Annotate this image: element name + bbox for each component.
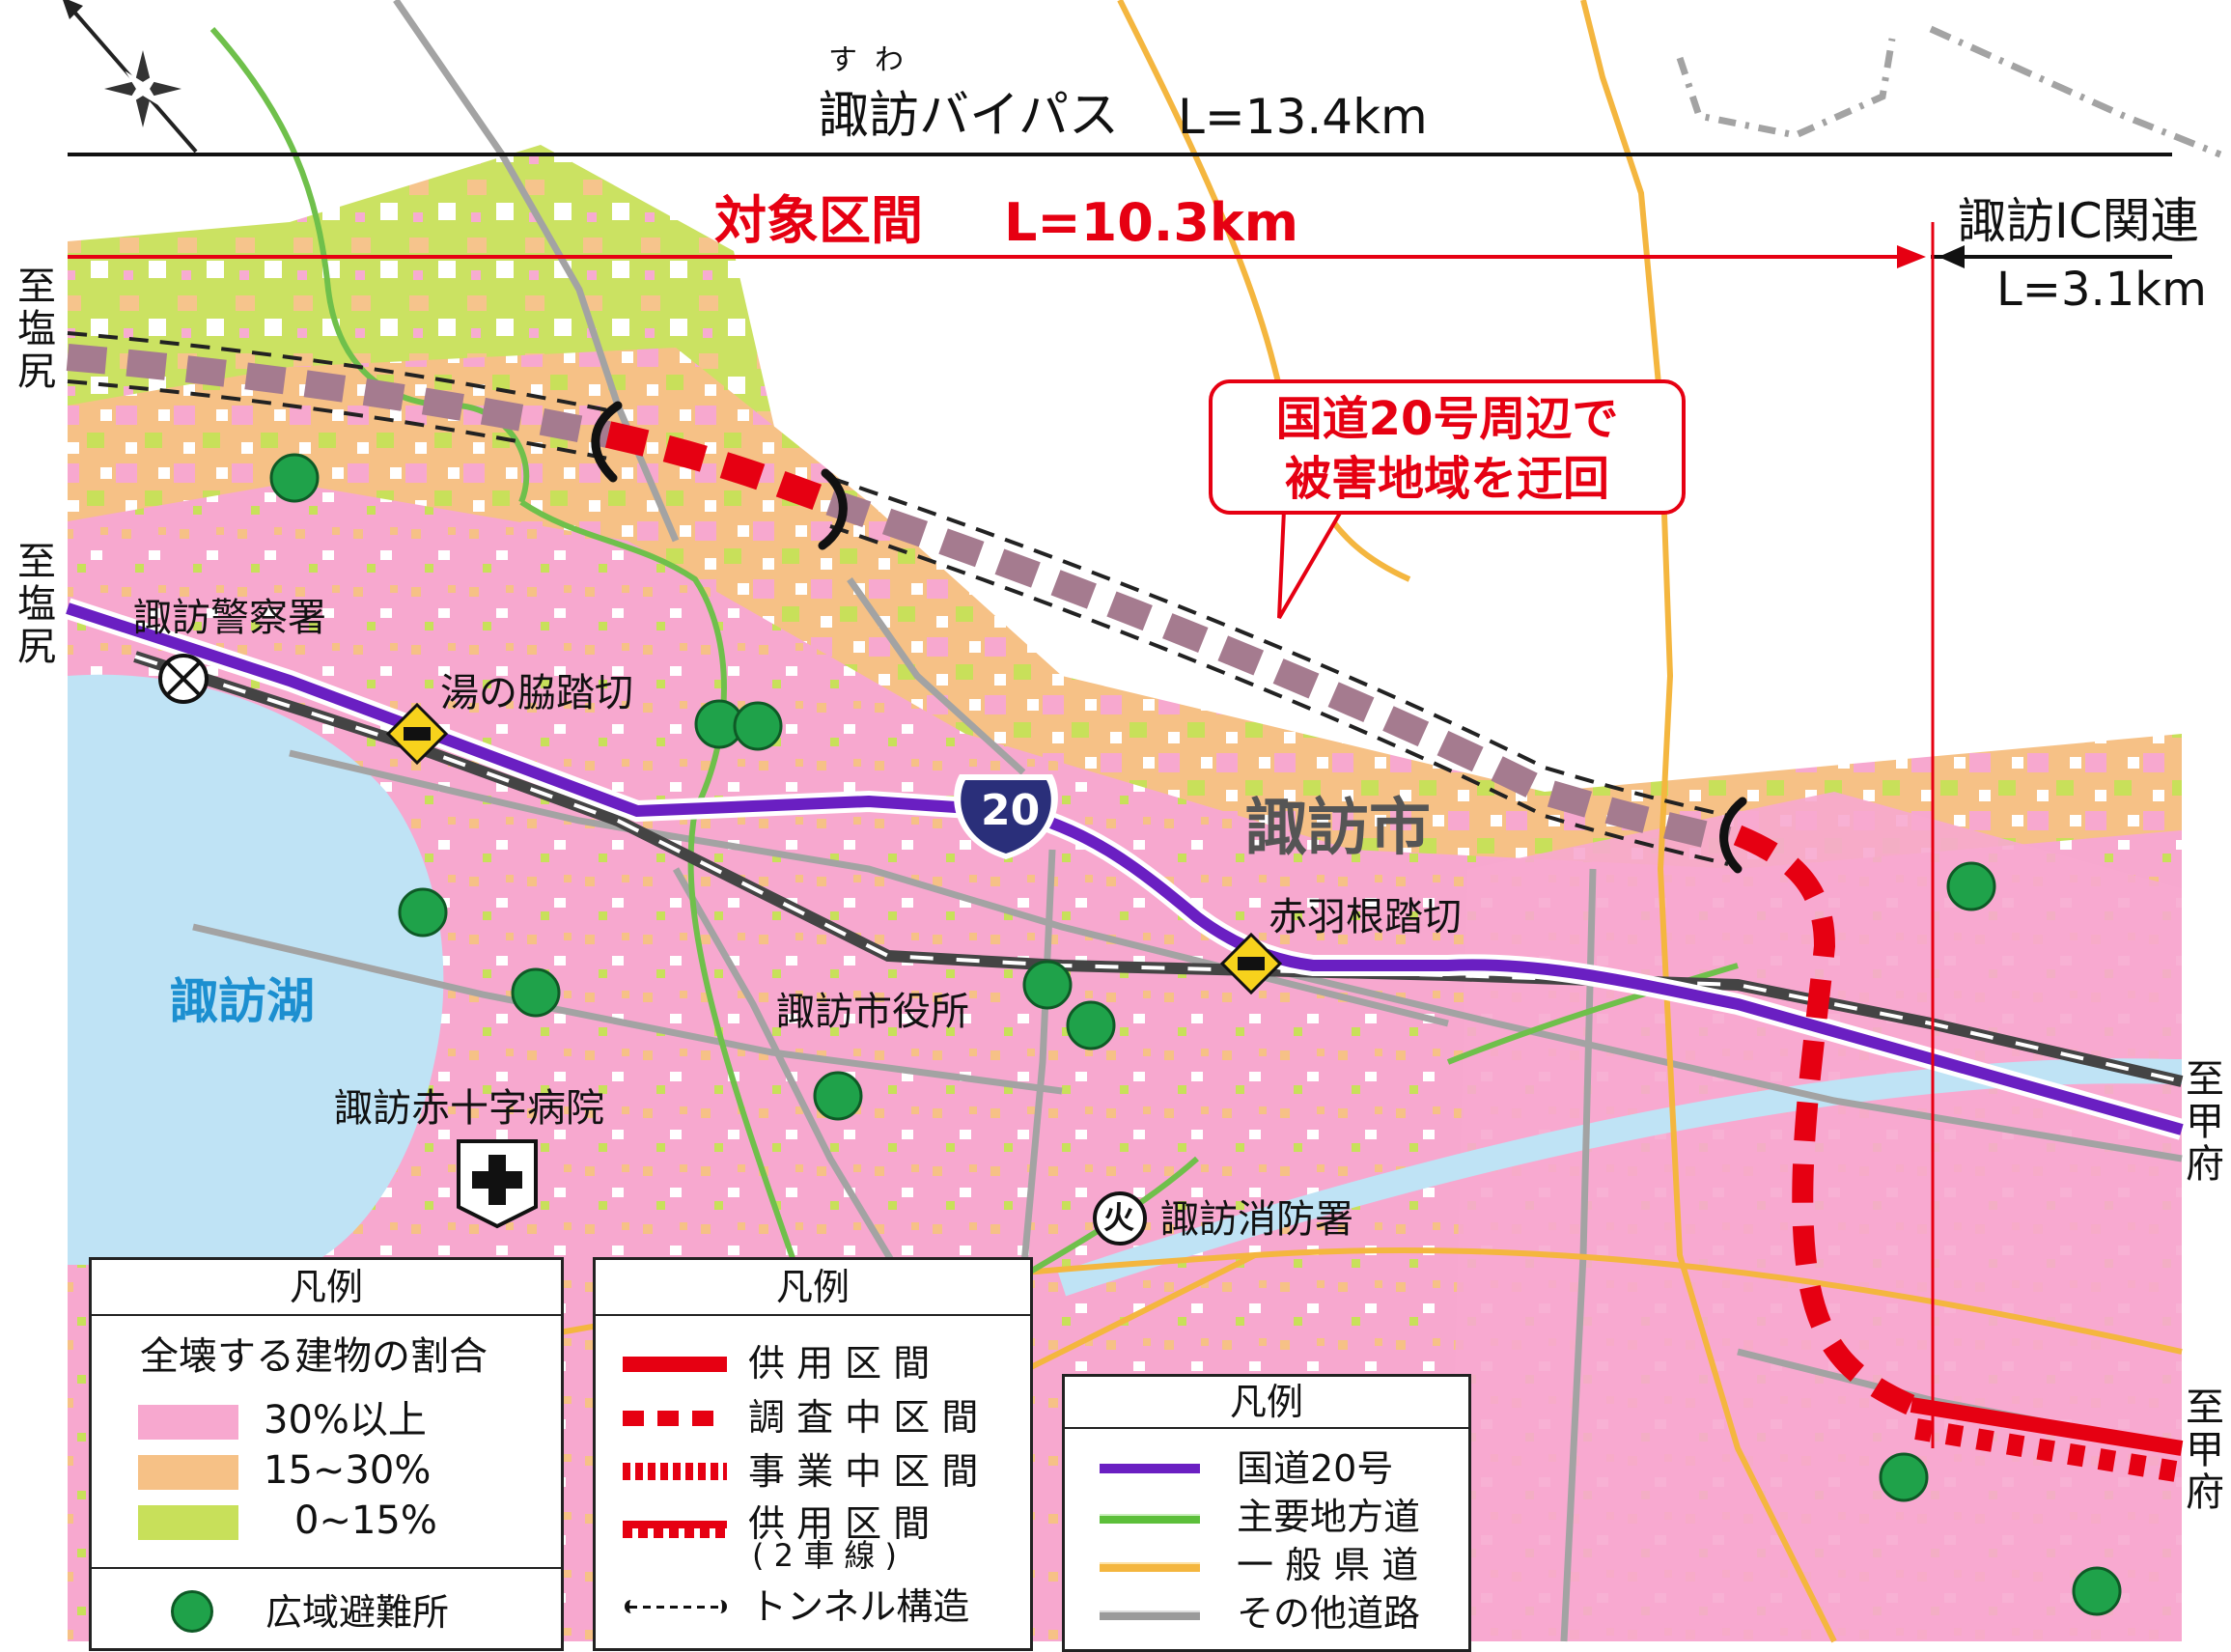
shelter-icon: [1066, 1000, 1116, 1050]
shelter-icon: [269, 453, 320, 503]
fire-station-icon: [1093, 1191, 1147, 1246]
shelter-icon: [1946, 861, 1996, 911]
label-city: 諏訪市: [1245, 793, 1431, 864]
bypass-ruby: すわ: [828, 43, 921, 77]
bypass-tunnel-east: [825, 489, 1732, 854]
sample-route20: [1100, 1464, 1200, 1473]
legend-section-tunnel: トンネル構造: [750, 1585, 970, 1628]
legend-road-prefectural: 一 般 県 道: [1237, 1544, 1419, 1586]
label-crossing-akabane: 赤羽根踏切: [1269, 895, 1462, 939]
legend-damage-title: 凡例: [92, 1260, 561, 1316]
legend-section-comb-sub: ( 2 車 線 ): [752, 1537, 898, 1574]
sample-dashed: [623, 1411, 727, 1426]
target-section-length: L=10.3km: [1004, 192, 1299, 253]
legend-damage: 凡例 全壊する建物の割合 30%以上 15~30% 0~15% 広域避難所: [89, 1257, 564, 1651]
tunnel-portals: [591, 401, 1747, 874]
route20-shield-icon: [954, 774, 1058, 859]
boundary-line: [1676, 38, 1896, 139]
boundary-line-east: [1929, 25, 2222, 158]
shelter-icon: [813, 1071, 863, 1121]
legend-sections-title: 凡例: [596, 1260, 1030, 1316]
sample-other-road: [1100, 1610, 1200, 1620]
shelter-icon: [1022, 960, 1073, 1010]
callout-line-2: 被害地域を迂回: [1284, 452, 1609, 506]
label-police: 諏訪警察署: [133, 596, 326, 640]
direction-kofu-north: 至甲府: [2186, 1057, 2224, 1187]
legend-section-dashed: 調 査 中 区 間: [748, 1396, 979, 1439]
hospital-icon: [457, 1139, 538, 1229]
legend-damage-subtitle: 全壊する建物の割合: [140, 1334, 488, 1379]
swatch-damage-low: [138, 1505, 238, 1540]
rail-crossing-icon: [385, 702, 449, 766]
shelter-icon: [1879, 1452, 1929, 1502]
sample-striped: [623, 1463, 727, 1480]
legend-section-comb: 供 用 区 間: [748, 1502, 931, 1545]
legend-road-other: その他道路: [1237, 1592, 1421, 1635]
sample-comb: [623, 1521, 727, 1538]
bypass-tunnel-west: [66, 344, 611, 448]
police-station-icon: [158, 654, 209, 704]
rail-crossing-icon: [1219, 932, 1283, 995]
swatch-damage-mid: [138, 1455, 238, 1490]
label-crossing-yunowaki: 湯の脇踏切: [440, 671, 633, 715]
compass-icon: [63, 0, 198, 154]
bypass-title: 諏訪バイパス: [819, 87, 1119, 145]
legend-road-route20: 国道20号: [1237, 1447, 1394, 1490]
lake-suwa: [68, 674, 444, 1265]
label-fire-station: 諏訪消防署: [1160, 1197, 1353, 1242]
bypass-survey-south: [1733, 825, 1926, 1420]
callout-line-1: 国道20号周辺で: [1275, 392, 1619, 446]
legend-damage-divider: [92, 1567, 561, 1569]
label-city-hall: 諏訪市役所: [776, 990, 969, 1034]
legend-section-striped: 事 業 中 区 間: [748, 1450, 979, 1493]
sample-tunnel: [625, 1600, 727, 1613]
target-section-title: 対象区間: [714, 190, 923, 251]
fire-glyph: 火: [1103, 1199, 1135, 1236]
swatch-damage-high: [138, 1405, 238, 1440]
direction-shiojiri-south: 至塩尻: [17, 540, 56, 669]
label-lake: 諏訪湖: [170, 973, 315, 1029]
sample-main-road: [1100, 1514, 1200, 1524]
legend-damage-mid: 15~30%: [264, 1448, 432, 1493]
legend-shelter-label: 広域避難所: [265, 1591, 450, 1634]
sample-solid: [623, 1357, 727, 1372]
legend-damage-low: 0~15%: [294, 1498, 437, 1543]
shelter-icon: [2072, 1566, 2122, 1616]
bypass-two-lane: [1910, 1397, 2184, 1456]
shelter-icon: [171, 1590, 213, 1633]
legend-roads: 凡例 国道20号 主要地方道 一 般 県 道 その他道路: [1062, 1374, 1471, 1652]
legend-sections: 凡例 供 用 区 間 調 査 中 区 間 事 業 中 区 間 供 用 区 間 (…: [593, 1257, 1033, 1651]
bypass-length: L=13.4km: [1178, 89, 1428, 145]
direction-kofu-south: 至甲府: [2186, 1386, 2224, 1515]
legend-roads-title: 凡例: [1065, 1377, 1468, 1429]
sample-prefectural-road: [1100, 1562, 1200, 1572]
shelter-icon: [733, 701, 783, 751]
direction-shiojiri-north: 至塩尻: [17, 265, 56, 394]
damage-zone-high-east: [1448, 792, 2182, 1641]
legend-road-main: 主要地方道: [1237, 1496, 1421, 1538]
legend-damage-high: 30%以上: [264, 1398, 427, 1442]
shelter-icon: [511, 967, 561, 1018]
callout-pointer: [1277, 508, 1346, 620]
bypass-survey-red: [604, 421, 835, 516]
ic-section-length: L=3.1km: [1996, 263, 2207, 317]
shelter-icon: [398, 887, 448, 938]
route20-number: 20: [981, 786, 1041, 835]
other-roads: [192, 0, 2183, 1642]
ic-section-title: 諏訪IC関連: [1958, 193, 2199, 249]
label-hospital: 諏訪赤十字病院: [334, 1086, 604, 1131]
shelter-markers: [269, 453, 2122, 1616]
callout-box: 国道20号周辺で 被害地域を迂回: [1209, 379, 1686, 515]
legend-section-solid: 供 用 区 間: [748, 1342, 931, 1385]
